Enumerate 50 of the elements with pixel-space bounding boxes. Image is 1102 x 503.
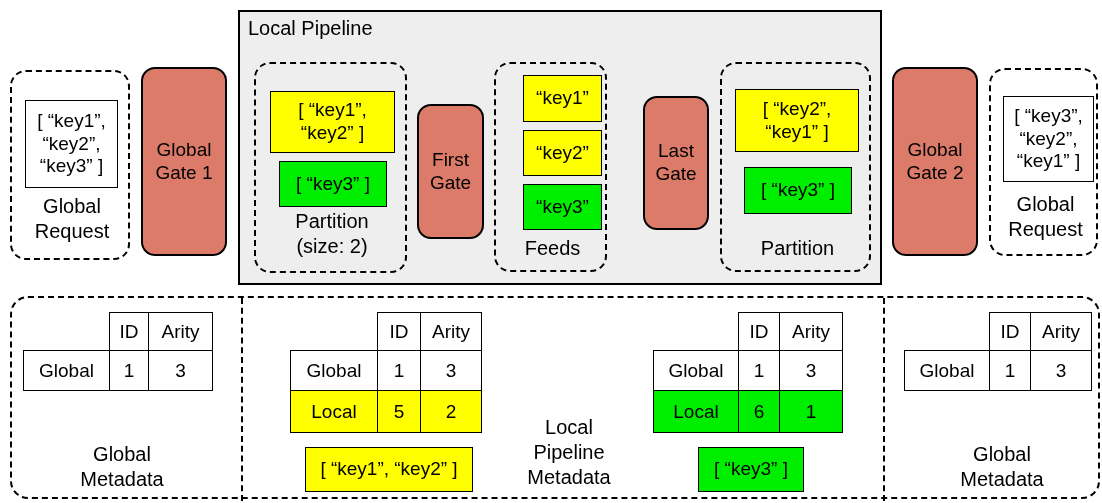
table-cell: Local — [290, 390, 378, 433]
table-cell: ID — [989, 312, 1031, 351]
table-cell: 2 — [420, 390, 482, 433]
key-list-box: [ “key3”, “key2”, “key1” ] — [1003, 96, 1094, 182]
gate-box: Last Gate — [643, 96, 709, 230]
gate-box: Global Gate 2 — [892, 67, 978, 256]
table-cell: 1 — [779, 390, 843, 433]
table-cell: Local — [653, 390, 739, 433]
table-cell: ID — [377, 312, 421, 351]
table-cell: 6 — [738, 390, 780, 433]
gate-box: Global Gate 1 — [141, 67, 227, 256]
gate-box: First Gate — [417, 104, 484, 239]
table-cell: ID — [738, 312, 780, 351]
table-cell: Global — [653, 350, 739, 391]
table-cell: Global — [290, 350, 378, 391]
group-label: Global Metadata — [959, 442, 1045, 492]
key-box: [ “key3” ] — [698, 447, 804, 492]
dashed-group — [494, 62, 607, 272]
panel-title: Local Pipeline — [248, 16, 374, 41]
table-cell: Global — [904, 350, 990, 391]
dashed-group — [989, 68, 1098, 256]
table-cell: 3 — [148, 350, 213, 391]
table-cell: Arity — [148, 312, 213, 351]
group-label: Global Metadata — [79, 442, 165, 492]
key-box: “key1” — [523, 75, 602, 122]
group-label: Partition — [759, 236, 836, 261]
key-box: [ “key1”, “key2” ] — [270, 91, 395, 153]
key-box: “key3” — [523, 184, 602, 230]
table-cell: Arity — [779, 312, 843, 351]
key-list-box: [ “key1”, “key2”, “key3” ] — [25, 100, 118, 188]
dashed-group — [254, 62, 407, 273]
pipeline-panel — [238, 10, 882, 285]
dashed-group — [720, 62, 871, 272]
table-cell: Arity — [420, 312, 482, 351]
key-box: [ “key2”, “key1” ] — [735, 89, 859, 152]
group-label: Local Pipeline Metadata — [526, 415, 612, 490]
table-cell: Global — [23, 350, 110, 391]
table-cell: 3 — [1030, 350, 1092, 391]
group-label: Feeds — [523, 236, 582, 261]
table-cell: Arity — [1030, 312, 1092, 351]
table-cell: 5 — [377, 390, 421, 433]
group-label: Global Request — [1007, 192, 1084, 242]
table-cell: ID — [109, 312, 149, 351]
key-box: [ “key3” ] — [279, 161, 387, 207]
dashed-group — [10, 70, 130, 260]
group-label: Global Request — [33, 194, 111, 244]
key-box: “key2” — [523, 130, 602, 176]
group-label: Partition (size: 2) — [294, 209, 370, 259]
key-box: [ “key3” ] — [744, 167, 852, 214]
key-box: [ “key1”, “key2” ] — [305, 447, 473, 492]
